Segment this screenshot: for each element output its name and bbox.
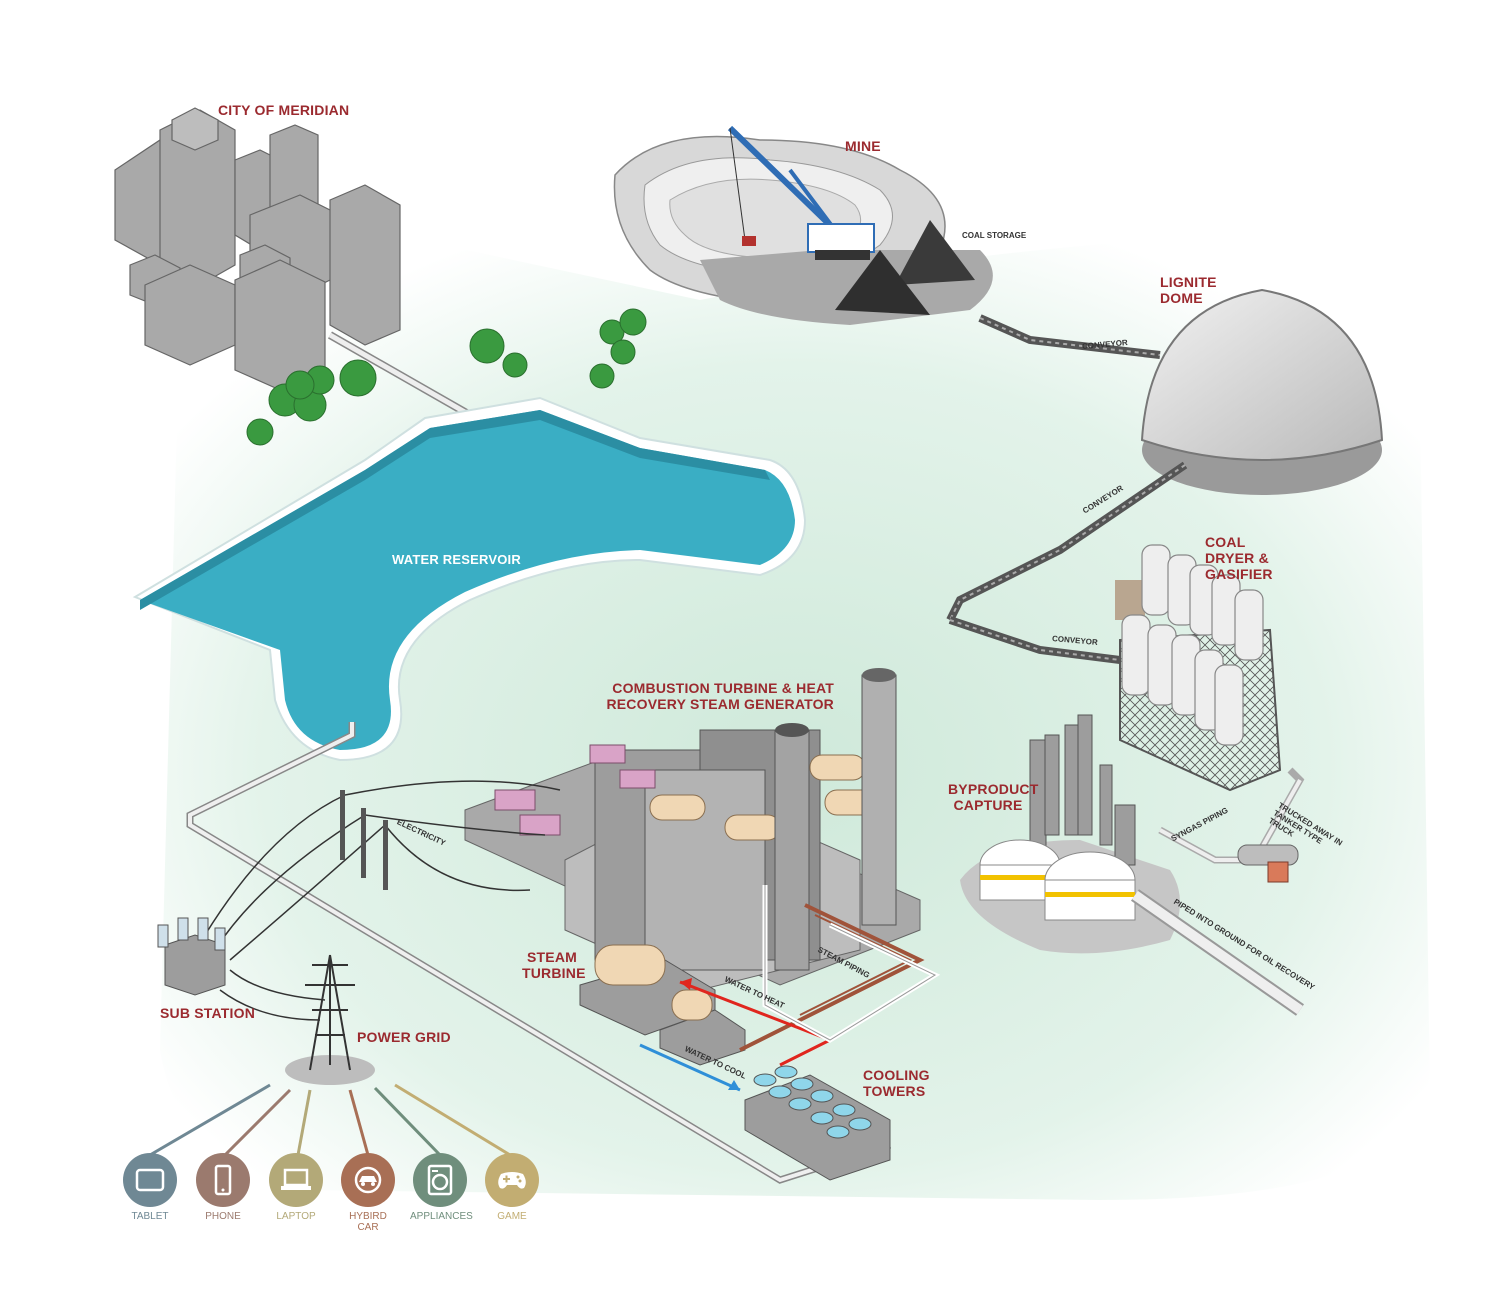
device-hybrid-car: HYBIRD CAR [338,1153,398,1233]
tablet-icon [123,1153,177,1207]
device-laptop: LAPTOP [266,1153,326,1222]
dragline-crane [727,125,875,260]
city-buildings [114,107,401,391]
coal-dryer-gasifier [1115,544,1282,792]
label-coal-dryer: COAL DRYER & GASIFIER [1205,534,1273,582]
lignite-dome [1140,288,1384,495]
label-city: CITY OF MERIDIAN [218,102,350,118]
device-label: TABLET [131,1211,169,1222]
game-controller-icon [485,1153,539,1207]
laptop-icon [269,1153,323,1207]
cooling-towers [744,1065,891,1181]
sub-station [157,917,226,996]
device-connectors [149,1083,511,1157]
combustion-turbine-hrsg [464,668,921,991]
steam-piping [739,903,925,1052]
device-phone: PHONE [193,1153,253,1222]
water-reservoir [132,396,807,762]
device-label: APPLIANCES [410,1211,473,1222]
water-to-cool-arrow [639,1043,741,1092]
power-grid-tower [285,954,375,1085]
device-label: PHONE [205,1211,241,1222]
byproduct-capture [960,714,1180,954]
device-label: GAME [497,1211,527,1222]
device-appliances: APPLIANCES [410,1153,473,1222]
device-label: LAPTOP [276,1211,316,1222]
label-power-grid: POWER GRID [357,1029,451,1045]
label-lignite-dome: LIGNITE DOME [1160,274,1217,306]
label-steam-turbine: STEAM TURBINE [522,949,586,981]
steam-turbine [579,944,746,1066]
coal-piles [835,220,975,315]
label-sub-station: SUB STATION [160,1005,256,1021]
hybrid-car-icon [341,1153,395,1207]
label-cooling-towers: COOLING TOWERS [863,1067,930,1099]
label-mine: MINE [845,138,881,154]
label-byproduct-capture: BYPRODUCT CAPTURE [948,781,1039,813]
device-tablet: TABLET [120,1153,180,1222]
label-combustion-turbine: COMBUSTION TURBINE & HEAT RECOVERY STEAM… [606,680,834,712]
phone-icon [196,1153,250,1207]
device-label: HYBIRD CAR [349,1211,387,1233]
label-water-reservoir: WATER RESERVOIR [392,552,521,567]
label-coal-storage: COAL STORAGE [962,231,1027,240]
washing-machine-icon [413,1153,467,1207]
power-poles [340,790,388,890]
tanker-truck [1237,844,1299,883]
trees [246,308,647,446]
conveyor-3 [948,616,1121,664]
device-game: GAME [482,1153,542,1222]
